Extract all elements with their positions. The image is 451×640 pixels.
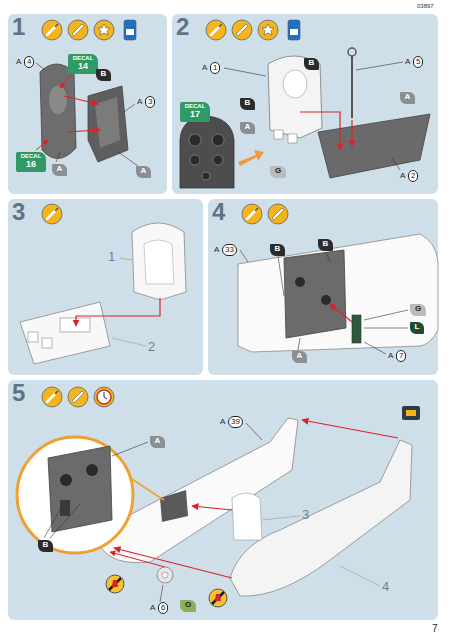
- color-code: A: [296, 352, 303, 361]
- color-code: O: [184, 601, 192, 610]
- color-code: A: [140, 167, 147, 176]
- color-code: G: [274, 167, 282, 176]
- color-code-flag: A: [240, 122, 255, 134]
- color-code: B: [322, 240, 329, 249]
- color-code: G: [414, 305, 422, 314]
- sprue-letter: A: [202, 64, 207, 72]
- color-code-flag: A: [150, 436, 165, 448]
- color-code: A: [56, 165, 63, 174]
- sprue-letter: A: [137, 98, 142, 106]
- sprue-letter: A: [150, 604, 155, 612]
- part-number: 4: [24, 56, 34, 68]
- sprue-letter: A: [220, 418, 225, 426]
- step-panel: 4B B A GL: [208, 199, 438, 375]
- color-code: B: [42, 541, 49, 550]
- sprue-letter: A: [16, 58, 21, 66]
- color-code: B: [244, 99, 251, 108]
- part-number: 39: [228, 416, 243, 428]
- color-code-flag: B: [38, 540, 53, 552]
- assembly-number: 2: [148, 340, 155, 353]
- color-code-flag: B: [240, 98, 255, 110]
- sprue-letter: A: [214, 246, 219, 254]
- step-panel: 5A B O: [8, 380, 438, 620]
- decal-tag: DECAL16: [16, 152, 46, 172]
- decal-tag: DECAL17: [180, 102, 210, 122]
- sprue-letter: A: [400, 172, 405, 180]
- color-code-flag: A: [400, 92, 415, 104]
- color-code-flag: L: [410, 322, 424, 334]
- part-number: 3: [145, 96, 155, 108]
- step-number: 1: [12, 14, 25, 40]
- part-number: 7: [396, 350, 406, 362]
- step-number: 4: [212, 199, 225, 225]
- step-number: 5: [12, 380, 25, 406]
- color-code-flag: G: [270, 166, 286, 178]
- color-code-flag: A: [52, 164, 67, 176]
- decal-text: DECAL: [20, 153, 42, 160]
- decal-text: DECAL: [72, 55, 94, 62]
- color-code-flag: B: [304, 58, 319, 70]
- part-number: 33: [222, 244, 237, 256]
- color-code: B: [274, 245, 281, 254]
- step-panel: 1DECAL14DECAL16BAA: [8, 14, 167, 194]
- color-code-flag: B: [270, 244, 285, 256]
- decal-text: 14: [72, 62, 94, 72]
- page-number: 7: [432, 624, 438, 634]
- assembly-number: 3: [302, 508, 309, 521]
- assembly-number: 1: [108, 250, 115, 263]
- decal-text: DECAL: [184, 103, 206, 110]
- step-number: 2: [176, 14, 189, 40]
- part-number: 2: [408, 170, 418, 182]
- decal-text: 17: [184, 110, 206, 120]
- color-code: A: [404, 93, 411, 102]
- decal-text: 16: [20, 160, 42, 170]
- sprue-letter: A: [405, 58, 410, 66]
- color-code: L: [414, 323, 420, 332]
- part-number: 6: [158, 602, 168, 614]
- color-code-flag: A: [136, 166, 151, 178]
- sprue-letter: A: [388, 352, 393, 360]
- color-code: B: [100, 70, 107, 79]
- color-code: A: [244, 123, 251, 132]
- color-code: B: [308, 59, 315, 68]
- color-code: A: [154, 437, 161, 446]
- color-code-flag: A: [292, 351, 307, 363]
- decal-tag: DECAL14: [68, 54, 98, 74]
- step-panel: 3: [8, 199, 203, 375]
- step-number: 3: [12, 199, 25, 225]
- article-number: 03897: [417, 3, 434, 9]
- assembly-number: 4: [382, 580, 389, 593]
- color-code-flag: O: [180, 600, 196, 612]
- color-code-flag: B: [318, 239, 333, 251]
- step-panel: 2DECAL17BBAGA: [172, 14, 438, 194]
- part-number: 1: [210, 62, 220, 74]
- color-code-flag: G: [410, 304, 426, 316]
- color-code-flag: B: [96, 69, 111, 81]
- part-number: 5: [413, 56, 423, 68]
